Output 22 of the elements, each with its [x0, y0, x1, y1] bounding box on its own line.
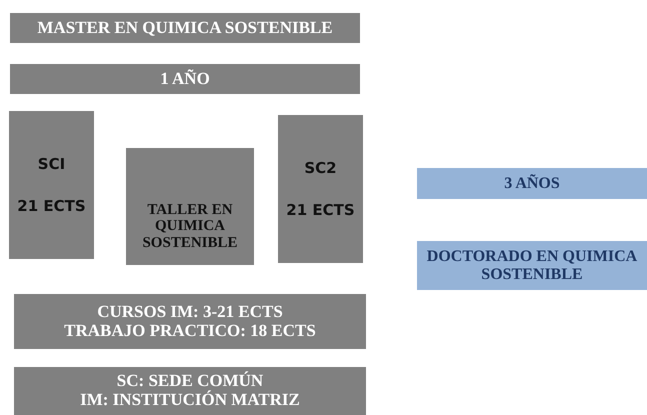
- box-text: 21 ECTS: [17, 198, 86, 214]
- box-text: TRABAJO PRACTICO: 18 ECTS: [64, 322, 316, 340]
- workshop-box: [126, 148, 254, 265]
- info-bar: [14, 294, 366, 349]
- module-box: [9, 111, 94, 259]
- box-heading: 3 AÑOS: [504, 174, 560, 192]
- doctorate-bar: [417, 241, 647, 290]
- box-text: IM: INSTITUCIÓN MATRIZ: [80, 391, 300, 410]
- box-heading: CURSOS IM: 3-21 ECTS: [97, 302, 283, 322]
- duration-bar: [417, 168, 647, 199]
- title-bar: [10, 13, 360, 43]
- box-heading: TALLER EN QUIMICA SOSTENIBLE: [141, 202, 239, 252]
- box-heading: MASTER EN QUIMICA SOSTENIBLE: [37, 18, 333, 38]
- box-text: 21 ECTS: [286, 202, 355, 218]
- box-heading: SC2: [304, 160, 337, 176]
- legend-bar: [14, 367, 366, 415]
- duration-bar: [10, 64, 360, 94]
- box-heading: SC: SEDE COMÚN: [116, 372, 264, 390]
- box-heading: SCI: [38, 156, 66, 172]
- module-box: [278, 115, 363, 263]
- box-heading: DOCTORADO EN QUIMICA SOSTENIBLE: [426, 248, 638, 284]
- box-heading: 1 AÑO: [160, 70, 210, 88]
